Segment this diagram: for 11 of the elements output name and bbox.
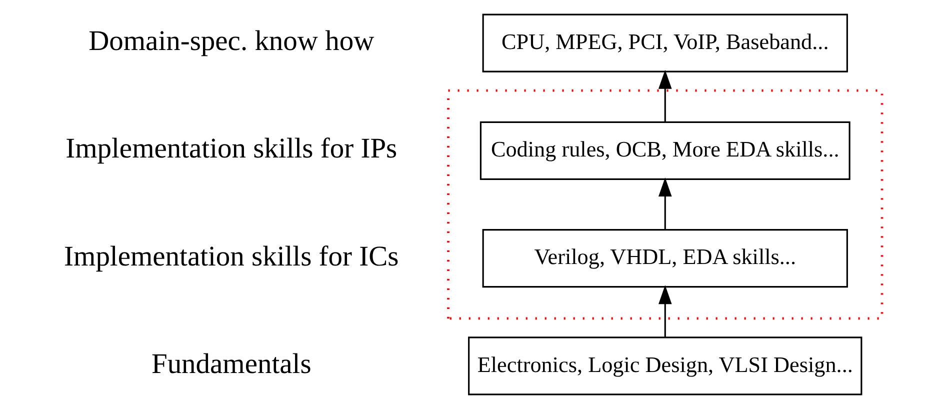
node-box: CPU, MPEG, PCI, VoIP, Baseband...: [482, 14, 848, 72]
label: Domain-spec. know how: [88, 26, 374, 57]
arrow: [658, 285, 672, 337]
node-box: Coding rules, OCB, More EDA skills...: [480, 121, 850, 180]
label: Implementation skills for ICs: [64, 241, 399, 272]
node-box: Verilog, VHDL, EDA skills...: [482, 229, 848, 288]
label: Implementation skills for IPs: [66, 134, 398, 165]
label: Fundamentals: [151, 348, 312, 380]
arrow: [658, 70, 672, 122]
arrow: [658, 177, 672, 230]
node-box: Electronics, Logic Design, VLSI Design...: [468, 336, 862, 396]
